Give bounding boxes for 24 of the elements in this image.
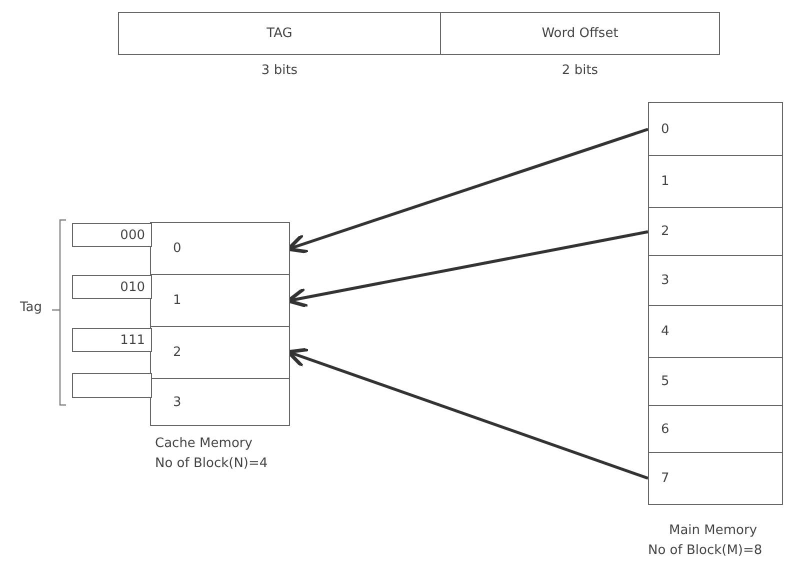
- bracket-label: Tag: [20, 300, 42, 315]
- tag-entry: 010: [72, 275, 152, 299]
- memory-block: 0: [648, 102, 783, 156]
- memory-block: 1: [648, 155, 783, 208]
- memory-block: 6: [648, 405, 783, 454]
- tag-entry: 111: [72, 328, 152, 352]
- caption: Main Memory: [669, 523, 758, 538]
- bit-count: 3 bits: [260, 63, 299, 78]
- cache-block: 2: [150, 326, 290, 379]
- caption: No of Block(N)=4: [155, 456, 268, 471]
- memory-block: 3: [648, 255, 783, 306]
- caption: No of Block(M)=8: [648, 543, 762, 558]
- memory-block: 7: [648, 452, 783, 504]
- bit-count: 2 bits: [560, 63, 600, 78]
- memory-block: 2: [648, 207, 783, 256]
- tag-entry: [72, 373, 152, 398]
- address-field: Word Offset: [440, 12, 720, 55]
- memory-block: 5: [648, 357, 783, 406]
- cache-block: 0: [150, 222, 290, 275]
- cache-block: 1: [150, 274, 290, 327]
- cache-block: 3: [150, 378, 290, 426]
- memory-block: 4: [648, 305, 783, 358]
- address-field: TAG: [118, 12, 441, 55]
- tag-entry: 000: [72, 223, 152, 247]
